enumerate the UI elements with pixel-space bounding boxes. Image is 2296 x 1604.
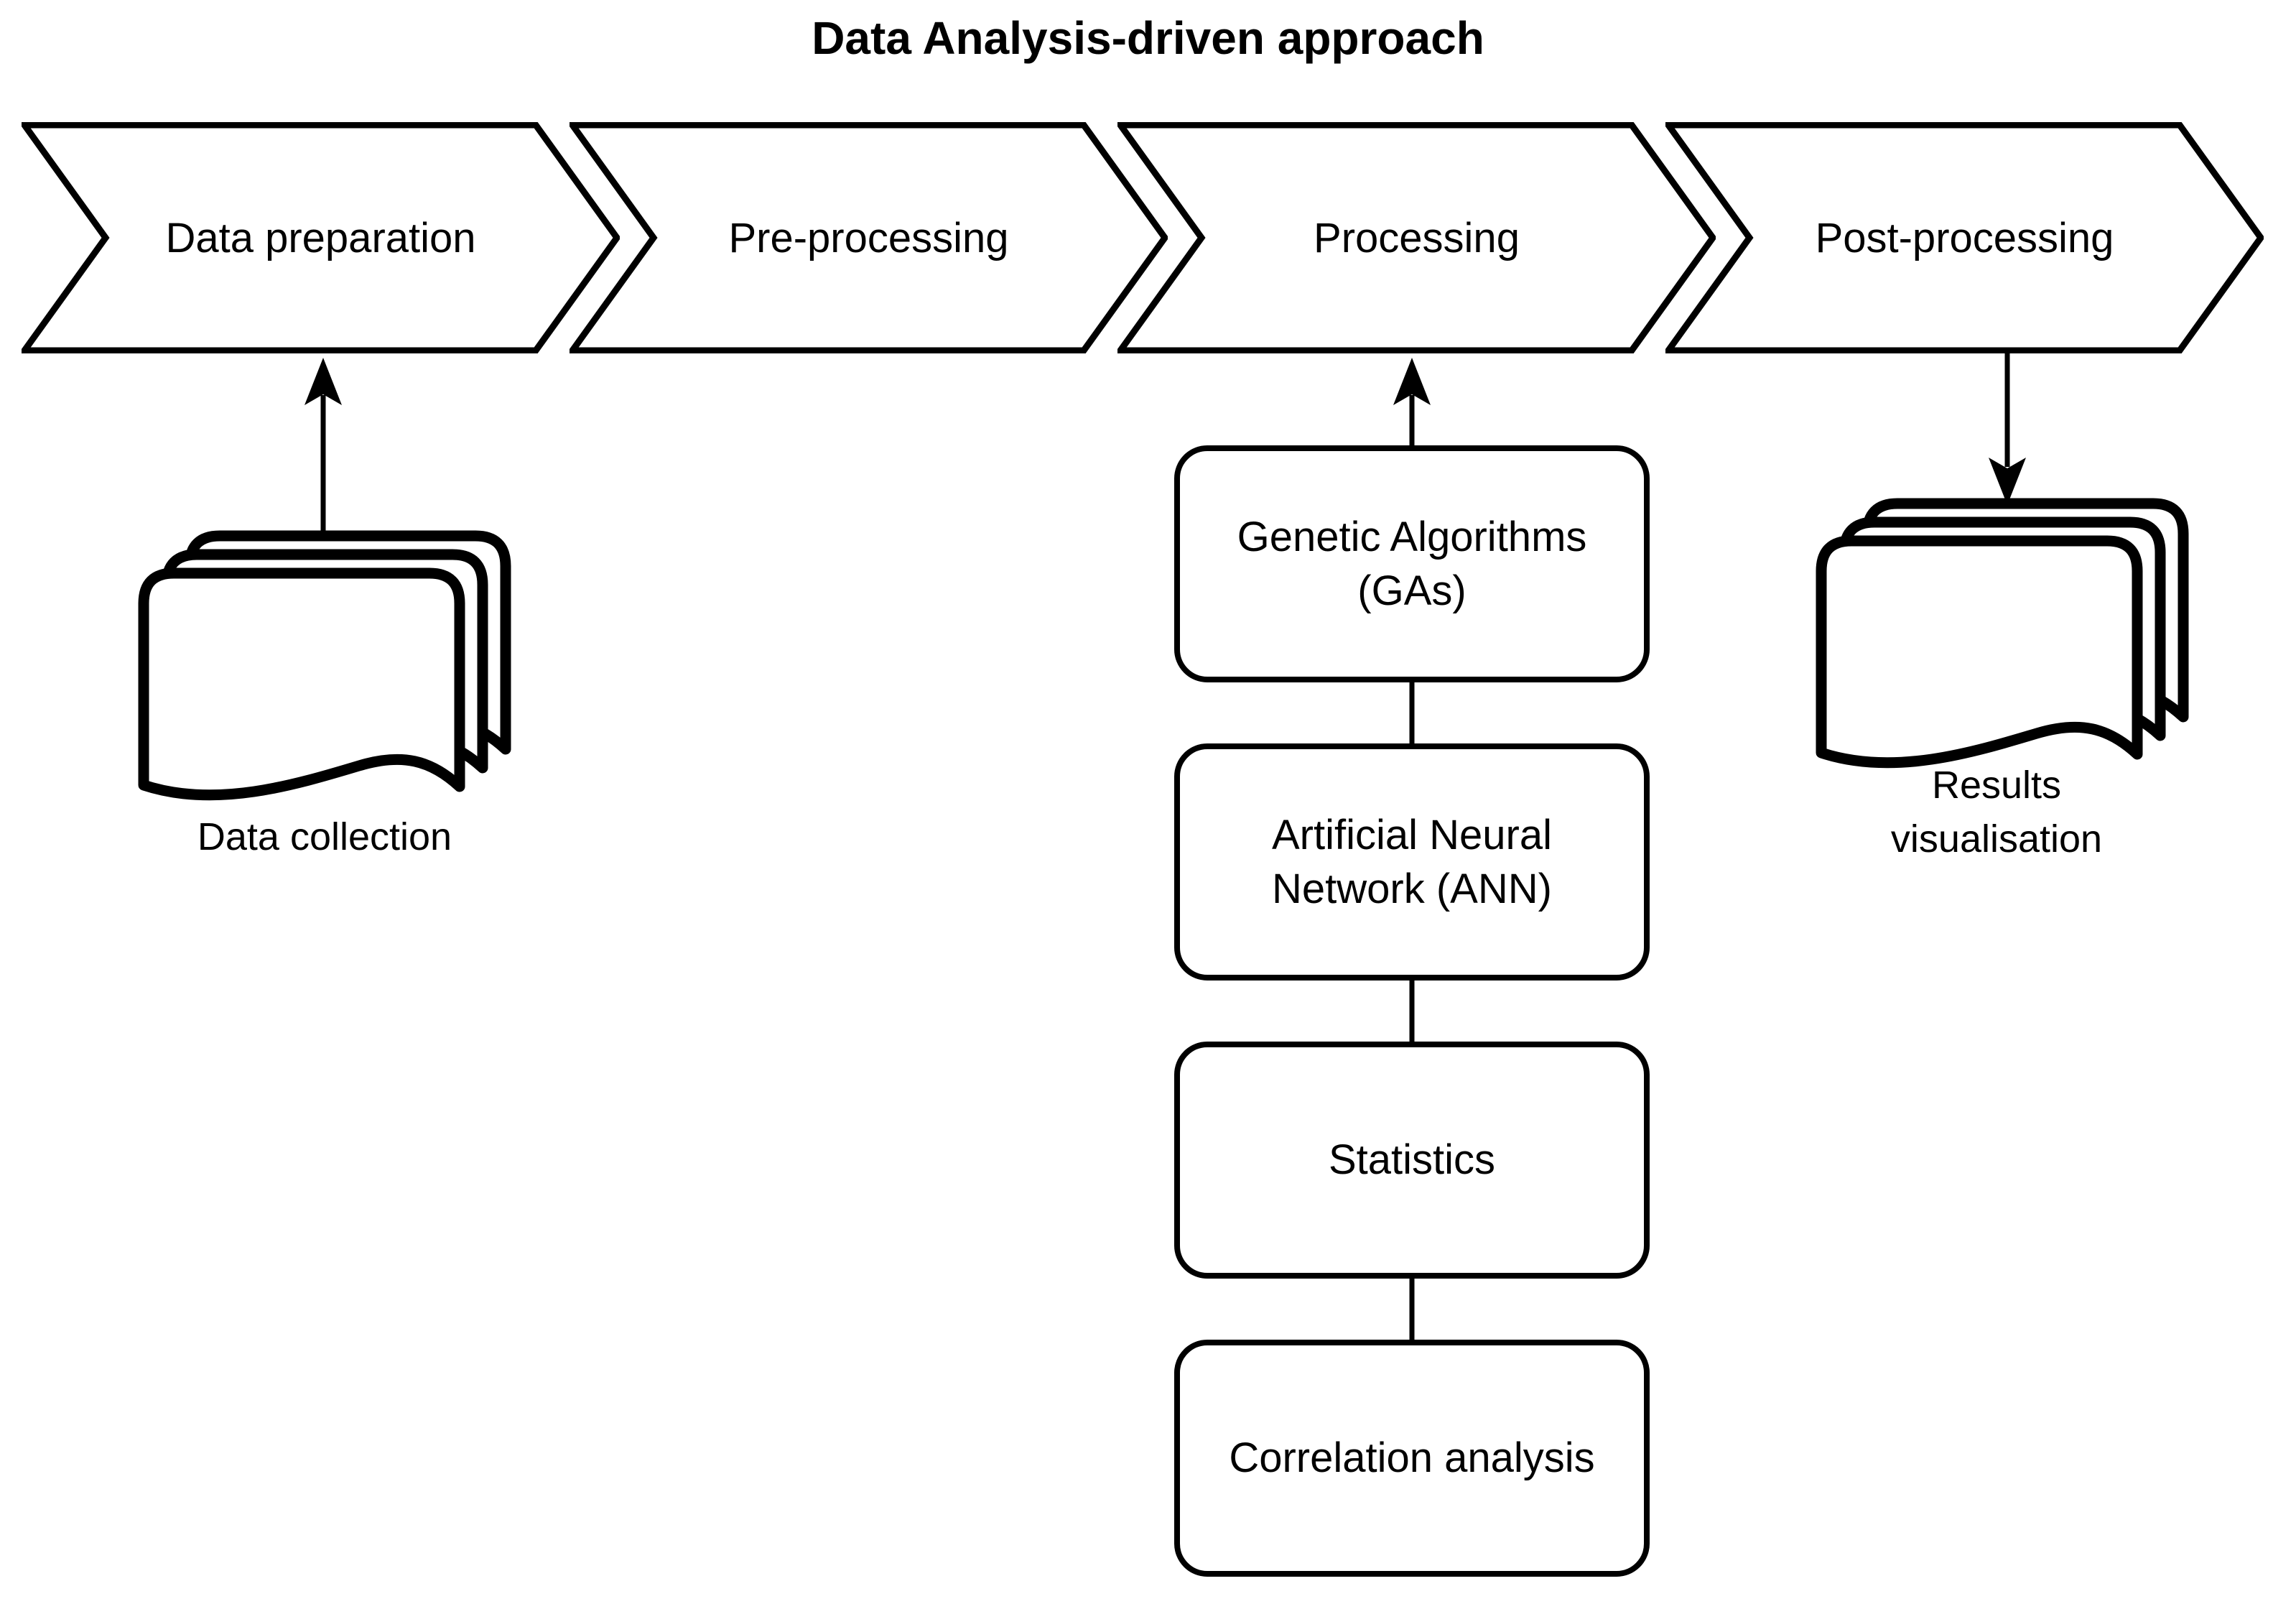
method-genetic-algorithms: Genetic Algorithms (GAs) (1174, 445, 1650, 682)
chevron-shape (1665, 122, 2264, 353)
method-correlation-analysis: Correlation analysis (1174, 1340, 1650, 1577)
method-label: Correlation analysis (1229, 1434, 1595, 1482)
method-label: Artificial Neural Network (ANN) (1272, 811, 1552, 912)
stage-data-preparation: Data preparation (22, 122, 620, 353)
chevron-shape (570, 122, 1168, 353)
method-label: Statistics (1328, 1136, 1496, 1184)
stage-label: Post-processing (1815, 214, 2114, 261)
chevron-shape (22, 122, 620, 353)
stage-post-processing: Post-processing (1665, 122, 2264, 353)
stage-label: Data preparation (165, 214, 476, 261)
stage-pre-processing: Pre-processing (570, 122, 1168, 353)
method-statistics: Statistics (1174, 1042, 1650, 1279)
stage-label: Processing (1314, 214, 1520, 261)
chevron-shape (1117, 122, 1716, 353)
postprocessing-to-results-arrow (1989, 353, 2026, 505)
data-collection-caption: Data collection (197, 815, 452, 858)
documents-stack-icon (1816, 498, 2189, 769)
diagram-title: Data Analysis-driven approach (812, 12, 1484, 64)
stage-processing: Processing (1117, 122, 1716, 353)
documents-stack-icon (138, 530, 511, 801)
method-label: Genetic Algorithms (GAs) (1237, 513, 1587, 614)
stage-label: Pre-processing (728, 214, 1009, 261)
method-artificial-neural-network: Artificial Neural Network (ANN) (1174, 743, 1650, 981)
results-visualisation-caption: Results visualisation (1890, 764, 2103, 861)
